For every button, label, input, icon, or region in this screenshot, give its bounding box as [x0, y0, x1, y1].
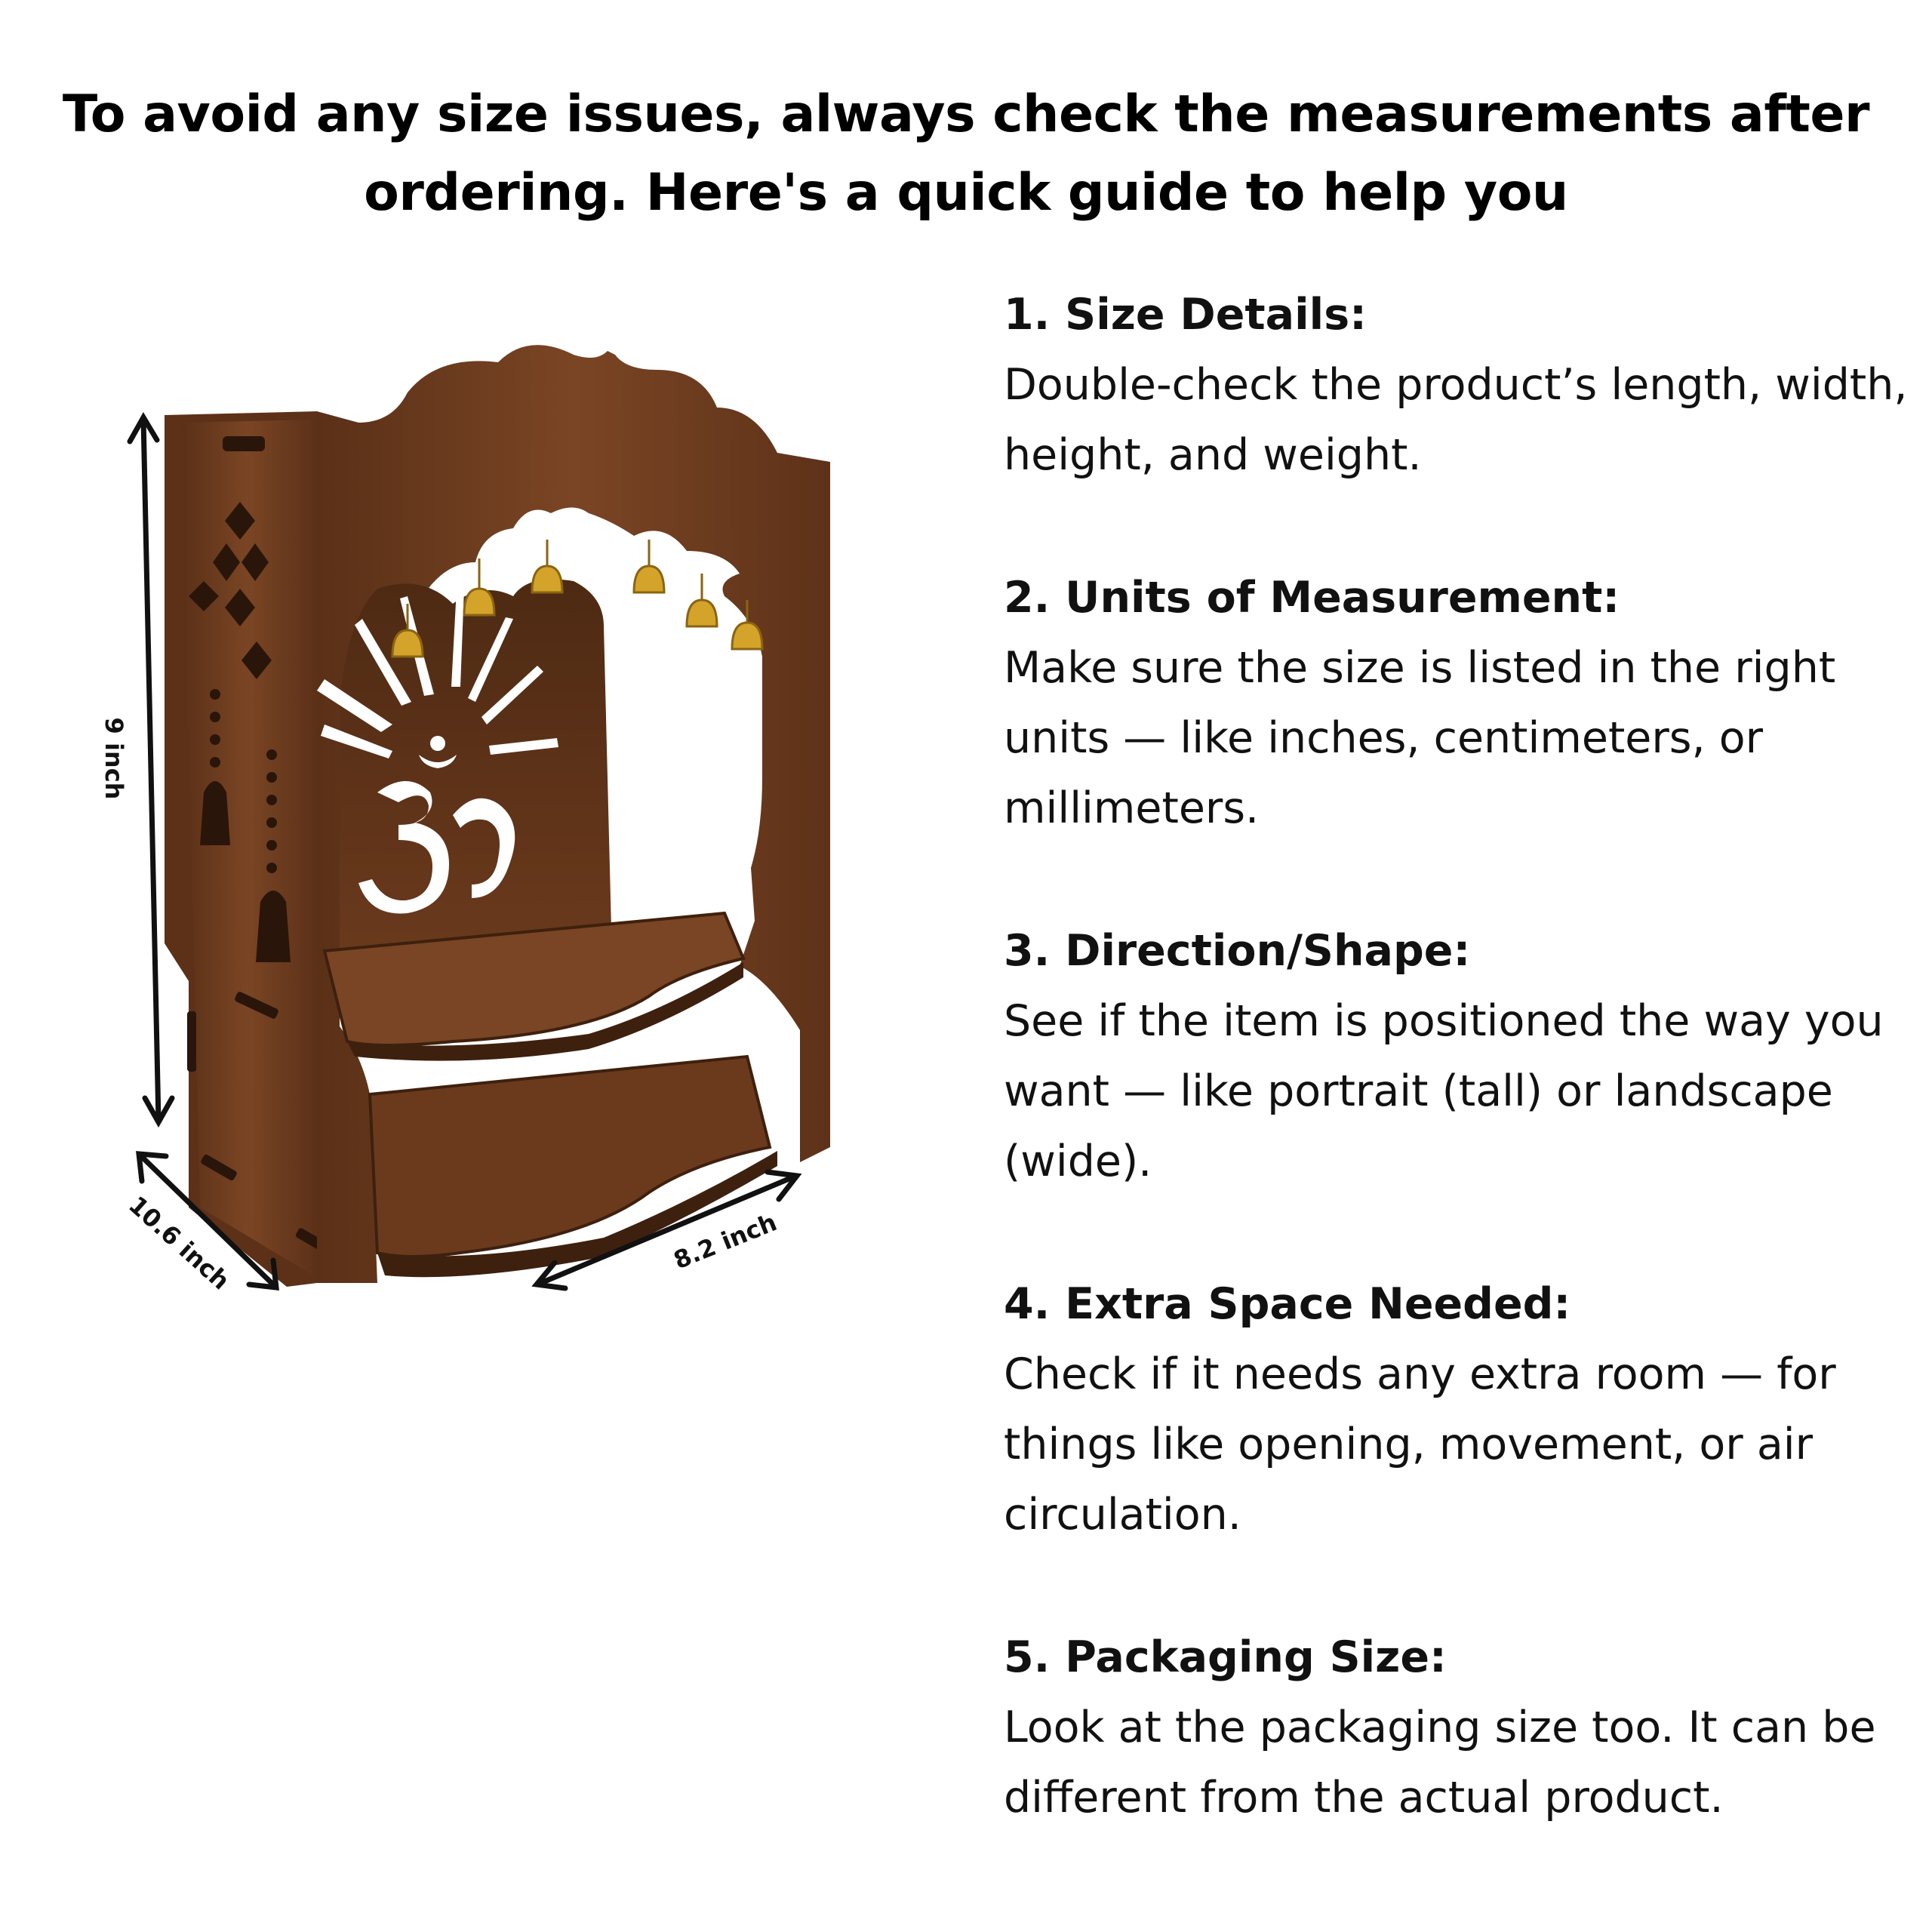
guide-text: Double-check the product’s length, width…: [1004, 360, 1908, 480]
guide-text: Make sure the size is listed in the righ…: [1004, 643, 1836, 833]
guide-text: Look at the packaging size too. It can b…: [1004, 1703, 1876, 1823]
guide-title: 1. Size Details:: [1004, 290, 1367, 340]
guide-item-extra-space: 4. Extra Space Needed: Check if it needs…: [1004, 1269, 1917, 1550]
guide-title: 5. Packaging Size:: [1004, 1632, 1447, 1682]
guide-title: 4. Extra Space Needed:: [1004, 1279, 1571, 1329]
guide-title: 3. Direction/Shape:: [1004, 926, 1471, 976]
width-label: 8.2 inch: [669, 1208, 780, 1275]
temple-front-frame: [317, 345, 830, 1284]
guide-item-size-details: 1. Size Details: Double-check the produc…: [1004, 279, 1917, 491]
brass-bells: [391, 540, 764, 658]
guide-item-direction: 3. Direction/Shape: See if the item is p…: [1004, 915, 1917, 1197]
guide-text: Check if it needs any extra room — for t…: [1004, 1349, 1836, 1540]
headline: To avoid any size issues, always check t…: [62, 85, 1870, 223]
width-dimension: [531, 1169, 802, 1291]
guide-text: See if the item is positioned the way yo…: [1004, 996, 1884, 1186]
om-symbol: [358, 736, 515, 914]
measurement-guide: 1. Size Details: Double-check the produc…: [1004, 279, 1917, 1905]
temple-side-panel: [165, 411, 339, 1287]
height-dimension: [127, 412, 175, 1128]
guide-title: 2. Units of Measurement:: [1004, 573, 1620, 623]
height-label: 9 inch: [100, 718, 128, 800]
guide-item-units: 2. Units of Measurement: Make sure the s…: [1004, 562, 1917, 844]
depth-dimension: [136, 1151, 279, 1291]
guide-item-packaging: 5. Packaging Size: Look at the packaging…: [1004, 1622, 1917, 1833]
